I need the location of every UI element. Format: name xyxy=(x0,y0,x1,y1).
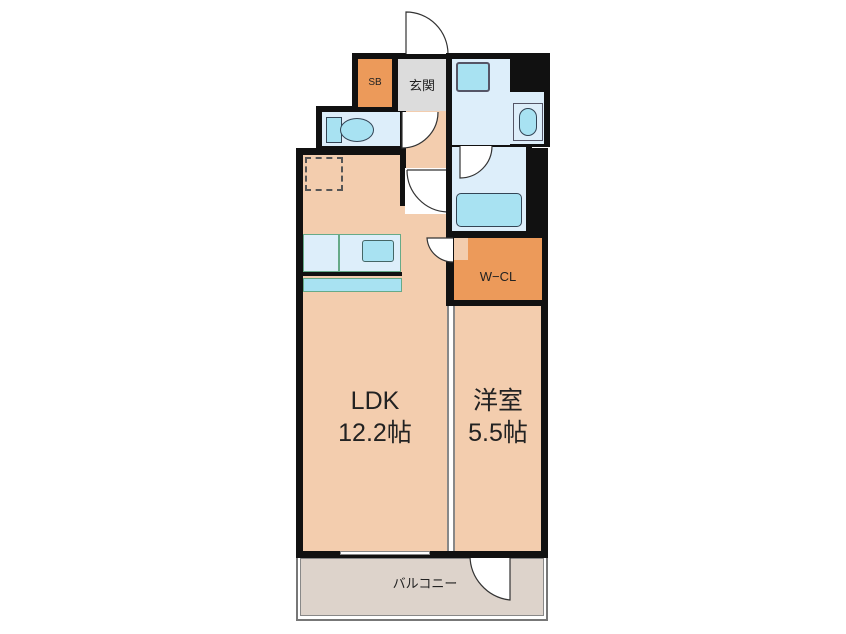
sb-label: SB xyxy=(368,77,382,88)
kitchen-cabinet xyxy=(303,278,402,292)
ldk-window xyxy=(340,551,430,555)
stove xyxy=(303,234,339,272)
bedroom-room xyxy=(455,303,541,551)
genkan xyxy=(398,59,446,111)
fridge-space xyxy=(305,157,343,191)
ldk-size: 12.2帖 xyxy=(338,419,412,447)
balcony-door-swing xyxy=(469,555,511,601)
hall-door-swing xyxy=(405,168,448,214)
basin-bowl xyxy=(519,108,537,136)
hall-wall xyxy=(400,148,406,206)
sliding-partition[interactable] xyxy=(447,303,455,551)
wcl-nook xyxy=(454,238,468,260)
genkan-label: 玄関 xyxy=(408,78,435,93)
genkan-wall-top xyxy=(392,53,452,59)
sink xyxy=(362,240,394,262)
wcl-door-swing xyxy=(426,237,454,263)
counter-edge xyxy=(303,272,402,276)
entrance-door-swing[interactable] xyxy=(404,10,452,56)
bathtub xyxy=(456,193,522,227)
balcony-label: バルコニー xyxy=(392,576,458,591)
toilet-door-swing xyxy=(401,112,439,149)
wcl-label: W−CL xyxy=(479,269,517,284)
sb-room xyxy=(358,59,392,107)
bedroom-size: 5.5帖 xyxy=(468,419,528,447)
ldk-name: LDK xyxy=(350,387,400,415)
bedroom-name: 洋室 xyxy=(472,387,523,415)
ldk-room xyxy=(303,155,447,551)
washing-machine xyxy=(456,62,490,92)
toilet-bowl xyxy=(340,118,374,142)
bath-door-swing xyxy=(459,146,493,179)
wcl-room xyxy=(454,238,542,300)
